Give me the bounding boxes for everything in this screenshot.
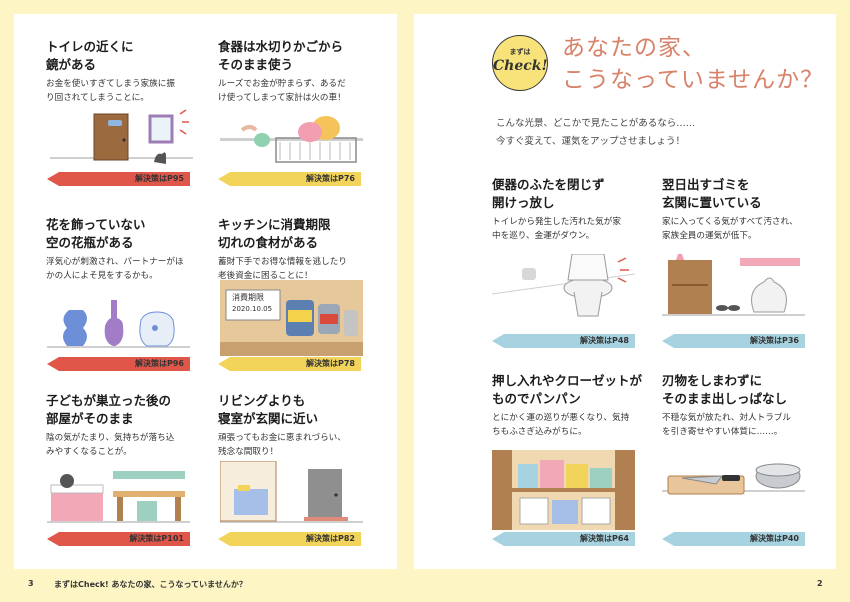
dish-rack-illustration (220, 116, 363, 163)
check-badge: まずは Check! (492, 35, 548, 91)
card-description: とにかく運の巡りが悪くなり、気持 ちもふさぎ込みがちに。 (492, 413, 630, 437)
bedroom-entrance-illustration (220, 461, 363, 523)
card-title: 子どもが巣立った後の 部屋がそのまま (46, 393, 172, 426)
card-title: 刃物をしまわずに そのまま出しっぱなし (662, 373, 788, 406)
right-page: まずは Check! あなたの家、 こうなっていませんか？ こんな光景、どこかで… (414, 14, 836, 569)
knife-board-illustration (662, 463, 805, 495)
banner-arrow-yellow (218, 357, 361, 371)
banner-arrow-blue (492, 334, 635, 348)
solution-banner: 解決策はP48 (492, 334, 635, 348)
card-title: 翌日出すゴミを 玄関に置いている (662, 177, 762, 210)
solution-banner: 解決策はP78 (218, 357, 361, 371)
banner-arrow-red (47, 357, 190, 371)
banner-arrow-blue (662, 532, 805, 546)
trash-entrance-illustration (662, 254, 805, 316)
solution-banner: 解決策はP64 (492, 532, 635, 546)
card-stuffed-closet: 押し入れやクローゼットが ものでパンパン とにかく運の巡りが悪くなり、気持 ちも… (492, 372, 657, 439)
card-description: ルーズでお金が貯まらず、あるだ け使ってしまって家計は火の車！ (218, 79, 346, 103)
solution-banner: 解決策はP96 (47, 357, 190, 371)
solution-banner: 解決策はP101 (47, 532, 190, 546)
solution-page-ref: 解決策はP76 (306, 174, 355, 183)
left-page: トイレの近くに 鏡がある お金を使いすぎてしまう家族に振 り回されてしまうことに… (14, 14, 397, 569)
card-child-room-unchanged: 子どもが巣立った後の 部屋がそのまま 陰の気がたまり、気持ちが落ち込 みやすくな… (46, 392, 206, 459)
empty-vases-illustration (47, 300, 190, 348)
banner-arrow-yellow (218, 532, 361, 546)
solution-page-ref: 解決策はP36 (750, 336, 799, 345)
card-title: リビングよりも 寝室が玄関に近い (218, 393, 319, 426)
card-description: 家に入ってくる気がすべて汚され、 家族全員の運気が低下。 (662, 217, 798, 241)
card-description: 頑張ってもお金に恵まれづらい、 残念な間取り！ (218, 433, 346, 457)
card-title: 花を飾っていない 空の花瓶がある (46, 217, 146, 250)
card-bedroom-near-entrance: リビングよりも 寝室が玄関に近い 頑張ってもお金に恵まれづらい、 残念な間取り！ (218, 392, 388, 459)
running-footer-title: まずはCheck! あなたの家、こうなっていませんか？ (54, 580, 247, 589)
solution-page-ref: 解決策はP48 (580, 336, 629, 345)
solution-page-ref: 解決策はP78 (306, 359, 355, 368)
solution-banner: 解決策はP76 (218, 172, 361, 186)
stuffed-closet-illustration (492, 450, 635, 530)
card-description: 陰の気がたまり、気持ちが落ち込 みやすくなることが。 (46, 433, 175, 457)
solution-page-ref: 解決策はP82 (306, 534, 355, 543)
solution-page-ref: 解決策はP96 (135, 359, 184, 368)
banner-arrow-red (47, 532, 190, 546)
solution-page-ref: 解決策はP101 (129, 534, 184, 543)
card-title: 食器は水切りかごから そのまま使う (218, 39, 344, 72)
card-knives-left-out: 刃物をしまわずに そのまま出しっぱなし 不穏な気が放たれ、対人トラブル を引き寄… (662, 372, 832, 439)
expiry-label: 消費期限 (232, 293, 264, 302)
card-title: 便器のふたを閉じず 開けっ放し (492, 177, 605, 210)
card-title: 押し入れやクローゼットが ものでパンパン (492, 373, 643, 406)
card-mirror-near-toilet: トイレの近くに 鏡がある お金を使いすぎてしまう家族に振 り回されてしまうことに… (46, 38, 206, 105)
intro-text: こんな光景、どこかで見たことがあるなら…… 今すぐ変えて、運気をアップさせましょ… (496, 118, 696, 147)
banner-arrow-red (47, 172, 190, 186)
card-empty-vase: 花を飾っていない 空の花瓶がある 浮気心が刺激され、パートナーがほ かの人によそ… (46, 216, 206, 283)
toilet-door-mirror-illustration (50, 109, 193, 164)
child-room-illustration (47, 471, 190, 523)
card-description: 不穏な気が放たれ、対人トラブル を引き寄せやすい体質に……。 (662, 413, 791, 437)
pantry-shelf-illustration (220, 280, 363, 356)
solution-banner: 解決策はP36 (662, 334, 805, 348)
solution-page-ref: 解決策はP95 (135, 174, 184, 183)
banner-arrow-yellow (218, 172, 361, 186)
card-title: キッチンに消費期限 切れの食材がある (218, 217, 331, 250)
page-headline: あなたの家、 こうなっていませんか？ (562, 35, 825, 93)
solution-page-ref: 解決策はP64 (580, 534, 629, 543)
badge-check-text: Check! (493, 58, 548, 74)
card-toilet-lid-open: 便器のふたを閉じず 開けっ放し トイレから発生した汚れた気が家 中を巡り、金運が… (492, 176, 652, 243)
expiry-date: 2020.10.05 (232, 305, 273, 313)
expired-food-illustration: 消費期限 2020.10.05 (220, 280, 363, 356)
solution-banner: 解決策はP95 (47, 172, 190, 186)
card-title: トイレの近くに 鏡がある (46, 39, 134, 72)
card-description: 浮気心が刺激され、パートナーがほ かの人によそ見をするかも。 (46, 257, 184, 281)
card-description: お金を使いすぎてしまう家族に振 り回されてしまうことに。 (46, 79, 175, 103)
badge-subtitle: まずは (509, 48, 531, 56)
card-expired-food: キッチンに消費期限 切れの食材がある 蓄財下手でお得な情報を逃したり 老後資金に… (218, 216, 388, 283)
solution-banner: 解決策はP82 (218, 532, 361, 546)
right-page-number: 2 (817, 579, 823, 588)
solution-page-ref: 解決策はP40 (750, 534, 799, 543)
left-page-number: 3 (28, 579, 34, 588)
solution-banner: 解決策はP40 (662, 532, 805, 546)
banner-arrow-blue (662, 334, 805, 348)
open-toilet-illustration (492, 254, 635, 317)
card-dishes-from-rack: 食器は水切りかごから そのまま使う ルーズでお金が貯まらず、あるだ け使ってしま… (218, 38, 388, 105)
card-trash-at-entrance: 翌日出すゴミを 玄関に置いている 家に入ってくる気がすべて汚され、 家族全員の運… (662, 176, 832, 243)
card-description: トイレから発生した汚れた気が家 中を巡り、金運がダウン。 (492, 217, 621, 241)
banner-arrow-blue (492, 532, 635, 546)
card-description: 蓄財下手でお得な情報を逃したり 老後資金に困ることに！ (218, 257, 347, 281)
